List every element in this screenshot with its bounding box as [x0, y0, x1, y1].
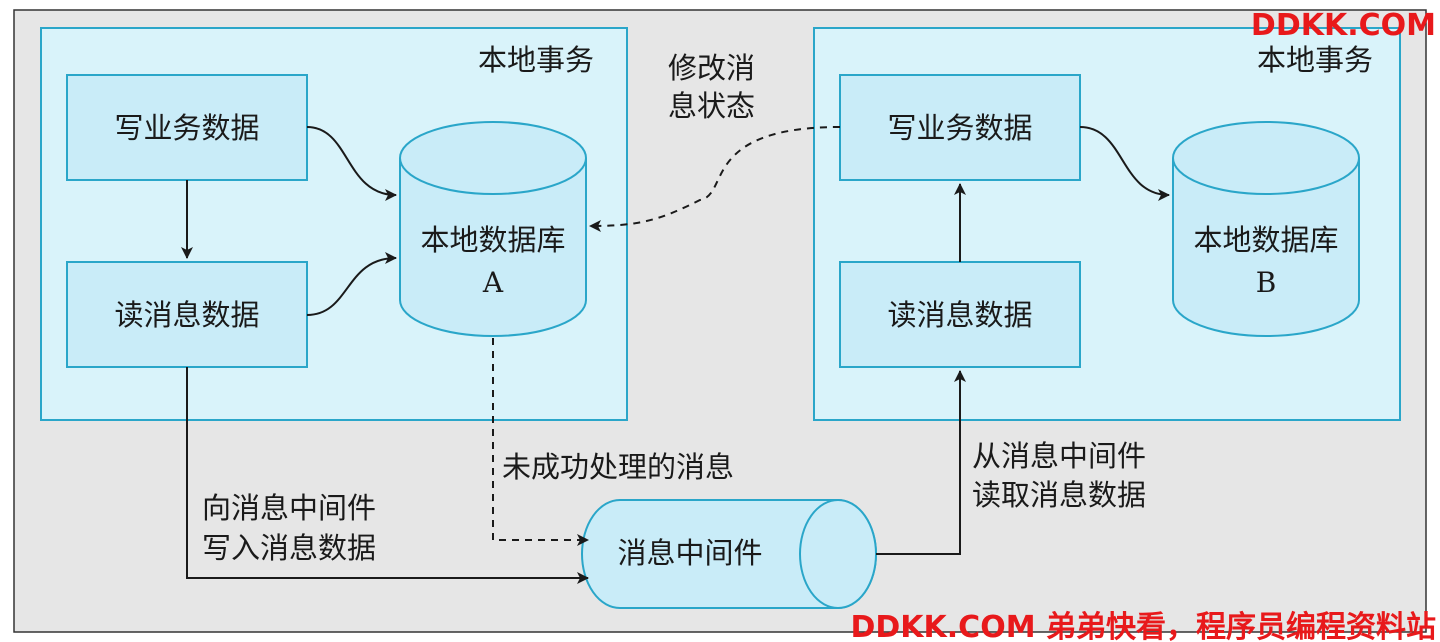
label-unprocessed: 未成功处理的消息: [502, 450, 734, 484]
label-read-mq-2: 读取消息数据: [972, 478, 1146, 512]
label-read-mq-1: 从消息中间件: [972, 439, 1146, 473]
arrow-left-read-to-db-a: [306, 252, 397, 316]
watermark-bottom: DDKK.COM 弟弟快看，程序员编程资料站: [850, 610, 1436, 642]
arrow-middleware-to-right-read: [876, 370, 966, 555]
arrow-left-write-to-db-a: [306, 126, 397, 201]
label-write-mq-1: 向消息中间件: [202, 491, 376, 525]
database-b-id: B: [1256, 266, 1277, 299]
label-write-mq-2: 写入消息数据: [202, 531, 376, 565]
label-modify-status-2: 息状态: [668, 89, 755, 123]
watermark-top: DDKK.COM: [1251, 8, 1436, 43]
right-region-title: 本地事务: [1257, 43, 1373, 77]
left-read-box: [66, 261, 308, 368]
left-read-label: 读消息数据: [114, 298, 259, 332]
database-a-cylinder: [399, 121, 587, 337]
arrow-right-write-to-db-b: [1079, 126, 1170, 201]
right-read-label: 读消息数据: [887, 298, 1032, 332]
arrow-left-read-to-middleware: [186, 367, 589, 584]
database-a-label: 本地数据库: [420, 223, 565, 257]
left-write-label: 写业务数据: [114, 111, 259, 145]
right-write-label: 写业务数据: [887, 111, 1032, 145]
left-write-box: [66, 74, 308, 181]
message-middleware-label: 消息中间件: [617, 536, 762, 570]
left-region-title: 本地事务: [478, 43, 594, 77]
arrow-right-write-modify-status: [589, 126, 841, 232]
right-write-box: [839, 74, 1081, 181]
right-read-box: [839, 261, 1081, 368]
database-b-cylinder: [1172, 121, 1360, 337]
database-a-id: A: [482, 266, 504, 299]
arrow-db-a-unprocessed-to-middleware: [492, 338, 589, 546]
message-middleware-cylinder: [581, 499, 877, 609]
label-modify-status-1: 修改消: [668, 51, 755, 85]
database-b-label: 本地数据库: [1193, 223, 1338, 257]
